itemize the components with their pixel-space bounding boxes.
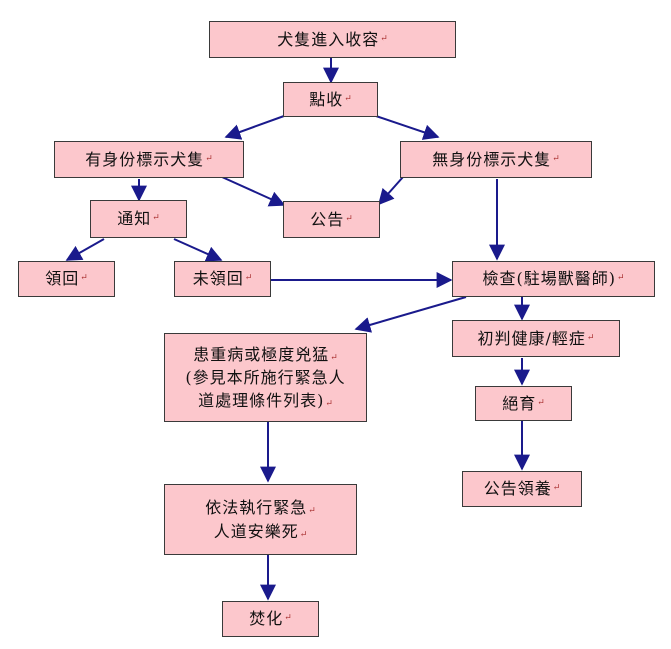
node-prelim-label: 初判健康/輕症 [477,328,586,348]
node-severe-line1: 患重病或極度兇猛 [193,344,330,364]
return-mark: ↵ [80,273,88,284]
return-mark: ↵ [344,93,352,104]
return-mark: ↵ [244,273,253,284]
node-announce: 公告↵ [283,201,380,238]
return-mark: ↵ [586,332,595,343]
arrow-with-id-to-announce [221,176,286,207]
arrow-inspection-to-severe [354,296,467,333]
arrow-notify-to-reclaimed [65,238,105,261]
arrow-count-to-without-id [375,115,440,140]
return-mark: ↵ [552,153,560,164]
node-without-id-label: 無身份標示犬隻 [432,149,552,169]
node-with-id: 有身份標示犬隻↵ [54,141,244,178]
node-euthanasia-line1: 依法執行緊急 [205,498,308,518]
node-cremation: 焚化↵ [222,601,319,637]
return-mark: ↵ [325,399,333,410]
node-severe: 患重病或極度兇猛↵ (參見本所施行緊急人 道處理條件列表)↵ [164,333,367,422]
node-cremation-label: 焚化 [249,609,284,629]
node-euthanasia: 依法執行緊急↵ 人道安樂死↵ [164,484,357,555]
node-inspection-label: 檢查(駐場獸醫師) [482,269,616,289]
node-prelim: 初判健康/輕症↵ [452,320,620,357]
return-mark: ↵ [330,352,338,363]
return-mark: ↵ [537,397,545,408]
return-mark: ↵ [380,33,388,44]
return-mark: ↵ [284,613,292,624]
node-not-reclaimed-label: 未領回 [192,269,244,289]
return-mark: ↵ [299,529,308,540]
node-adoption: 公告領養↵ [462,471,582,507]
node-reclaimed-label: 領回 [45,269,80,289]
node-count: 點收↵ [283,82,378,117]
arrow-count-to-with-id [224,115,285,140]
arrow-notify-to-not-reclaimed [173,238,223,262]
node-adoption-label: 公告領養 [483,479,552,499]
node-neuter-label: 絕育 [502,393,537,413]
node-count-label: 點收 [309,89,344,109]
arrow-without-id-to-announce [377,176,404,206]
node-euthanasia-line2: 人道安樂死 [213,521,299,541]
node-without-id: 無身份標示犬隻↵ [400,141,592,178]
return-mark: ↵ [205,153,213,164]
return-mark: ↵ [308,506,316,517]
node-intake-label: 犬隻進入收容 [277,29,380,49]
node-intake: 犬隻進入收容↵ [209,21,456,58]
node-notify-label: 通知 [117,209,152,229]
node-neuter: 絕育↵ [475,386,572,421]
return-mark: ↵ [616,273,625,284]
node-severe-line2: (參見本所施行緊急人 [185,367,346,387]
node-notify: 通知↵ [90,200,187,238]
node-with-id-label: 有身份標示犬隻 [85,149,205,169]
node-reclaimed: 領回↵ [18,261,115,297]
node-not-reclaimed: 未領回↵ [174,261,271,297]
return-mark: ↵ [345,213,353,224]
node-severe-line3: 道處理條件列表) [198,391,325,411]
return-mark: ↵ [552,483,561,494]
node-announce-label: 公告 [310,209,345,229]
node-inspection: 檢查(駐場獸醫師)↵ [452,261,655,297]
return-mark: ↵ [152,213,160,224]
